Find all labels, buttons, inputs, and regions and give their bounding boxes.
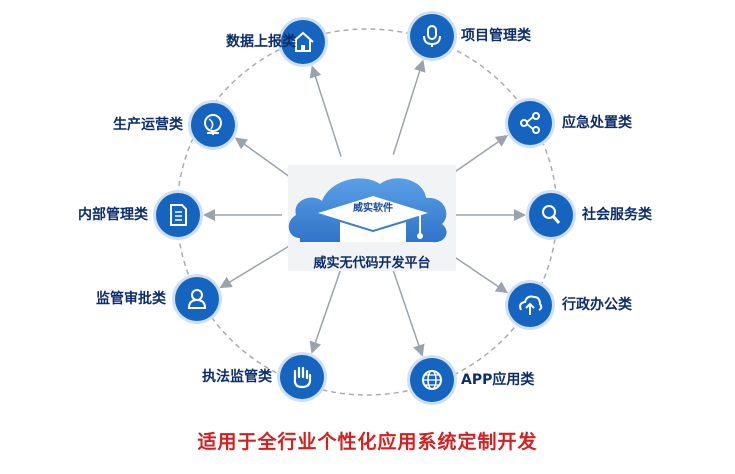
node-emergency[interactable] bbox=[505, 98, 555, 148]
label-law-enforcement: 执法监管类 bbox=[202, 369, 272, 385]
globe-grid-icon bbox=[422, 370, 442, 390]
node-circle bbox=[156, 193, 200, 237]
node-circle bbox=[281, 20, 325, 64]
label-emergency: 应急处置类 bbox=[562, 115, 632, 131]
node-production-ops[interactable] bbox=[188, 100, 238, 150]
arrow-project-mgmt bbox=[392, 59, 426, 155]
document-icon bbox=[170, 204, 187, 226]
node-admin-office[interactable] bbox=[505, 280, 555, 330]
node-supervision-review[interactable] bbox=[172, 274, 222, 324]
footer-slogan: 适用于全行业个性化应用系统定制开发 bbox=[197, 431, 538, 453]
node-app[interactable] bbox=[407, 355, 457, 405]
share-icon bbox=[520, 112, 540, 134]
graduation-cap-icon bbox=[318, 196, 428, 242]
cloud-upload-icon bbox=[519, 295, 543, 315]
cap-label: 威实软件 bbox=[353, 203, 393, 214]
label-production-ops: 生产运营类 bbox=[113, 117, 183, 133]
node-circle bbox=[410, 14, 454, 58]
arrow-supervision-review bbox=[219, 244, 291, 289]
label-data-report: 数据上报类 bbox=[226, 34, 296, 50]
label-admin-office: 行政办公类 bbox=[562, 297, 632, 313]
house-icon bbox=[292, 31, 314, 52]
search-icon bbox=[542, 205, 561, 224]
node-circle bbox=[508, 101, 552, 145]
node-project-mgmt[interactable] bbox=[407, 11, 457, 61]
node-data-report[interactable] bbox=[278, 17, 328, 67]
platform-title: 威实无代码开发平台 bbox=[313, 256, 431, 271]
arrow-data-report bbox=[309, 65, 342, 157]
node-social-service[interactable] bbox=[526, 190, 576, 240]
globe-icon bbox=[204, 114, 222, 135]
node-circle bbox=[529, 193, 573, 237]
arrow-law-enforcement bbox=[309, 269, 342, 354]
microphone-icon bbox=[423, 25, 441, 47]
label-internal-mgmt: 内部管理类 bbox=[78, 207, 148, 223]
label-social-service: 社会服务类 bbox=[582, 207, 652, 223]
arrow-app bbox=[392, 270, 425, 357]
label-supervision-review: 监管审批类 bbox=[96, 291, 166, 307]
hand-icon bbox=[293, 366, 312, 389]
category-nodes bbox=[153, 11, 576, 405]
connector-arrows bbox=[203, 59, 526, 357]
node-internal-mgmt[interactable] bbox=[153, 190, 203, 240]
label-app: APP应用类 bbox=[461, 372, 535, 388]
label-project-mgmt: 项目管理类 bbox=[461, 28, 531, 44]
user-icon bbox=[187, 289, 207, 309]
node-law-enforcement[interactable] bbox=[277, 352, 327, 402]
arrow-production-ops bbox=[234, 137, 299, 184]
